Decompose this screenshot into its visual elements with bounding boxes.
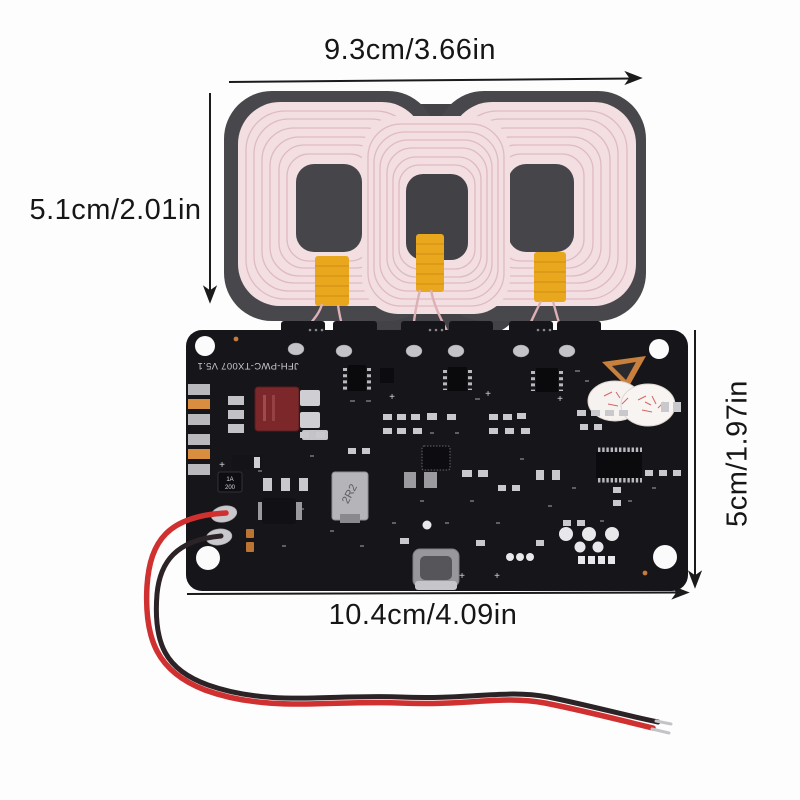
dimension-label-bottom-width: 10.4cm/4.09in: [328, 599, 518, 631]
smd-diode: [232, 455, 262, 470]
silkscreen-plus-marks: + + + + + +: [219, 389, 563, 582]
arrow-down-icon: [202, 285, 218, 304]
qfn-controller-chip: [404, 445, 451, 488]
svg-text:+: +: [389, 392, 395, 403]
svg-text:+: +: [494, 571, 500, 582]
dimension-label-left-height: 5.1cm/2.01in: [29, 194, 202, 226]
svg-text:+: +: [557, 394, 563, 405]
tssop-chip: [596, 447, 642, 483]
labeled-capacitor: 1A 200: [217, 471, 243, 493]
edge-pads: [188, 384, 244, 475]
svg-text:+: +: [219, 460, 225, 471]
power-cable: [143, 510, 673, 735]
silkscreen-speckles: [258, 370, 656, 547]
power-wire-black: [153, 533, 661, 725]
soic-chips: [343, 365, 563, 392]
solder-joints: [287, 342, 576, 358]
kapton-tape: [315, 234, 566, 306]
smd-passives: [263, 402, 681, 546]
coil-assembly: [224, 91, 646, 351]
test-pads: [422, 520, 619, 564]
qc-stickers: [587, 380, 676, 427]
arrow-down-icon: [687, 570, 703, 589]
esd-triangle-logo: [602, 356, 646, 388]
svg-text:+: +: [485, 389, 491, 400]
mounting-holes: [195, 336, 677, 570]
stripped-wire-tips: [650, 719, 673, 735]
dimension-line-bottom: [186, 591, 681, 595]
svg-text:+: +: [459, 571, 465, 582]
pcb-board: JFH-PWC-TX007 V5.1: [186, 321, 688, 591]
usb-c-port: [412, 548, 460, 590]
arrow-right-icon: [624, 70, 643, 86]
orange-handwritten-marks: [246, 529, 254, 552]
silkscreen-model-text: JFH-PWC-TX007 V5.1: [197, 360, 298, 371]
dimension-label-top-width: 9.3cm/3.66in: [323, 34, 497, 66]
inductor-2r2: 2R2: [331, 471, 369, 523]
power-wire-red: [143, 510, 656, 731]
dimension-label-right-height: 5cm/1.97in: [721, 380, 754, 527]
svg-text:200: 200: [225, 485, 236, 491]
dimension-line-top: [228, 77, 634, 83]
via-dots: [308, 328, 552, 332]
svg-text:1A: 1A: [226, 477, 233, 483]
shielded-inductor: [258, 498, 302, 524]
